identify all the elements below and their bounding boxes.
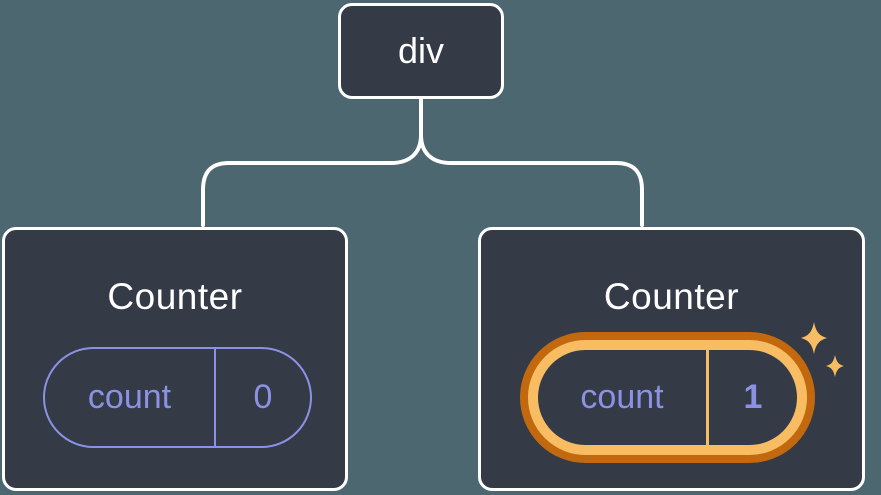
- root-node-div: div: [338, 3, 504, 99]
- counter-node-left: Counter count 0: [2, 227, 348, 491]
- counter-title: Counter: [107, 276, 243, 317]
- connector-right-branch: [419, 133, 644, 227]
- state-value: 1: [706, 350, 797, 445]
- connector-left-branch: [201, 133, 423, 227]
- state-pill: count 0: [43, 347, 312, 448]
- sparkle-small: [826, 355, 844, 377]
- state-key-label: count: [87, 378, 172, 416]
- state-value: 0: [214, 349, 310, 446]
- state-pill: count 1: [538, 350, 797, 445]
- state-key-label: count: [580, 378, 664, 416]
- state-pill-highlight-ring: count 1: [520, 332, 815, 463]
- sparkle-large: [801, 322, 827, 354]
- counter-node-right: Counter count 1: [478, 227, 865, 491]
- counter-title: Counter: [603, 276, 740, 317]
- root-node-label: div: [397, 30, 445, 71]
